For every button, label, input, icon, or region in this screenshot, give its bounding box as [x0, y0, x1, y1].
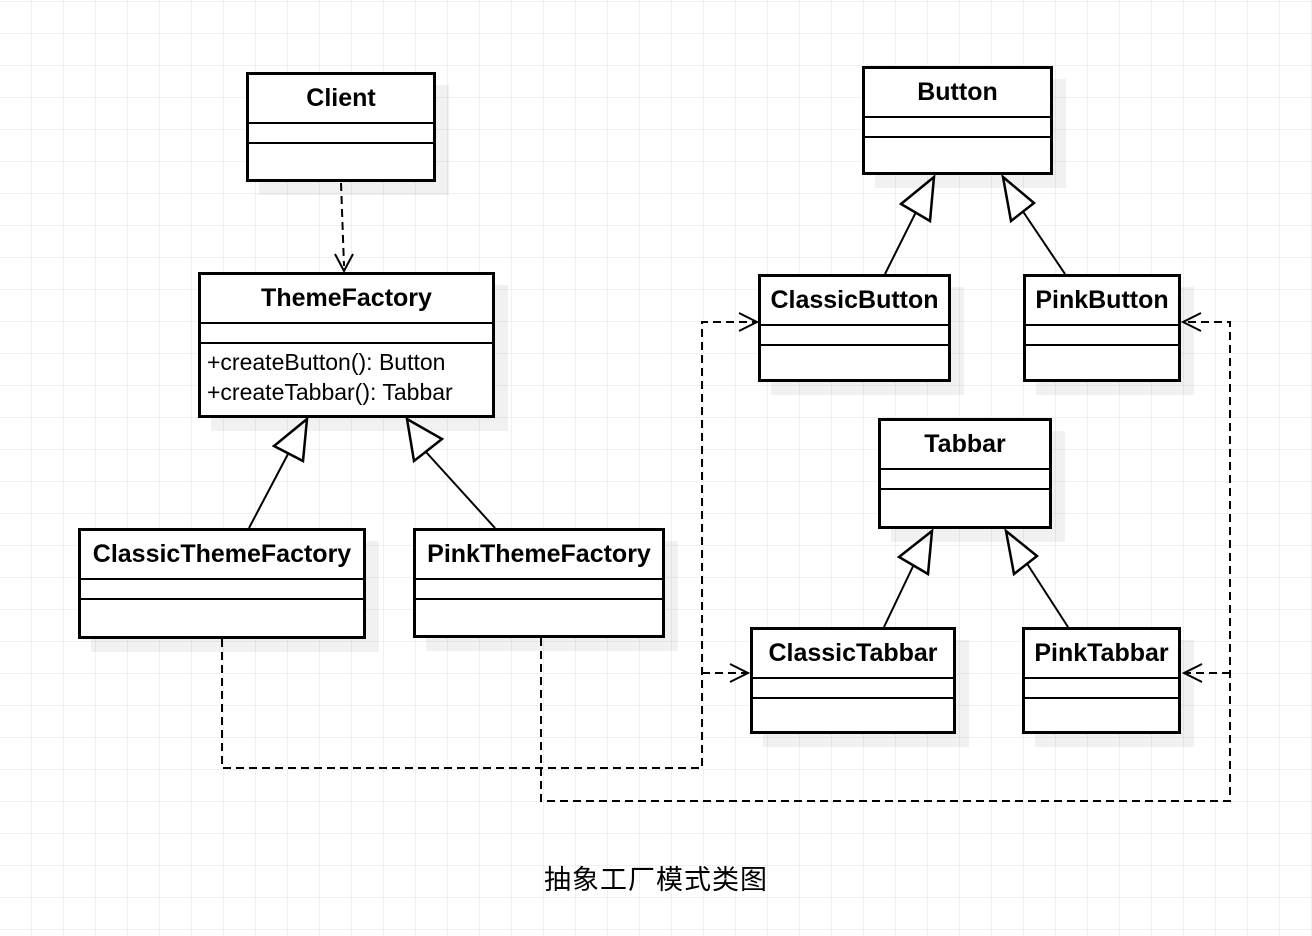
- class-name-pinktabbar: PinkTabbar: [1034, 639, 1169, 667]
- attributes-compartment: [81, 578, 363, 598]
- attributes-compartment: [761, 324, 948, 344]
- attributes-compartment: [753, 677, 953, 697]
- edge-generalization-pinktabbar-tabbar: [1004, 527, 1069, 628]
- operations-compartment: [865, 136, 1050, 172]
- operations-compartment: [881, 488, 1049, 526]
- class-name-pinkbutton: PinkButton: [1035, 286, 1169, 314]
- edge-generalization-classictabbar-tabbar: [883, 528, 934, 628]
- operations-compartment: [1025, 697, 1178, 731]
- class-name-tabbar: Tabbar: [924, 430, 1006, 458]
- operations-compartment: [1026, 344, 1178, 379]
- edge-generalization-pinkthemefactory-themefactory: [405, 416, 496, 529]
- open-arrowhead-pinktabbar: [1181, 663, 1203, 683]
- attributes-compartment: [201, 322, 492, 342]
- hollow-triangle-arrowhead: [1001, 173, 1036, 224]
- attributes-compartment: [1026, 324, 1178, 344]
- diagram-caption: 抽象工厂模式类图: [544, 865, 768, 895]
- class-box-classicthemefactory: ClassicThemeFactory: [78, 528, 366, 639]
- operations-compartment: +createButton(): Button +createTabbar():…: [201, 342, 492, 415]
- attributes-compartment: [1025, 677, 1178, 697]
- class-box-button: Button: [862, 66, 1053, 175]
- class-name-classictabbar: ClassicTabbar: [768, 639, 938, 667]
- hollow-triangle-arrowhead: [898, 174, 936, 224]
- operations-compartment: [753, 697, 953, 731]
- edge-generalization-pinkbutton-button: [1001, 173, 1066, 275]
- attributes-compartment: [416, 578, 662, 598]
- open-arrowhead-classicbutton: [738, 312, 760, 332]
- class-name-classicbutton: ClassicButton: [770, 286, 939, 314]
- class-box-pinkthemefactory: PinkThemeFactory: [413, 528, 665, 638]
- operation-createtabbar: +createTabbar(): Tabbar: [207, 379, 453, 405]
- operations-compartment: [81, 598, 363, 636]
- hollow-triangle-arrowhead: [405, 416, 445, 464]
- edge-generalization-classicbutton-button: [884, 174, 936, 275]
- operations-compartment: [416, 598, 662, 635]
- class-name-classicthemefactory: ClassicThemeFactory: [92, 540, 352, 568]
- open-arrowhead-classictabbar: [729, 663, 751, 683]
- edge-generalization-classicthemefactory-themefactory: [248, 416, 309, 529]
- attributes-compartment: [249, 122, 433, 142]
- hollow-triangle-arrowhead: [271, 416, 309, 463]
- attributes-compartment: [881, 468, 1049, 488]
- attributes-compartment: [865, 116, 1050, 136]
- class-box-classictabbar: ClassicTabbar: [750, 627, 956, 734]
- class-box-classicbutton: ClassicButton: [758, 274, 951, 382]
- class-box-pinktabbar: PinkTabbar: [1022, 627, 1181, 734]
- open-arrowhead-pinkbutton: [1180, 312, 1202, 332]
- class-name-pinkthemefactory: PinkThemeFactory: [427, 540, 651, 568]
- class-box-client: Client: [246, 72, 436, 182]
- class-name-button: Button: [917, 78, 998, 106]
- class-box-pinkbutton: PinkButton: [1023, 274, 1181, 382]
- operation-createbutton: +createButton(): Button: [207, 349, 446, 375]
- hollow-triangle-arrowhead: [1004, 527, 1040, 577]
- class-box-tabbar: Tabbar: [878, 418, 1052, 529]
- class-box-themefactory: ThemeFactory +createButton(): Button +cr…: [198, 272, 495, 418]
- class-name-themefactory: ThemeFactory: [261, 284, 432, 312]
- edge-dependency-client-themefactory: [334, 182, 354, 274]
- operations-compartment: [249, 142, 433, 179]
- class-name-client: Client: [306, 84, 376, 112]
- hollow-triangle-arrowhead: [896, 528, 934, 577]
- operations-compartment: [761, 344, 948, 379]
